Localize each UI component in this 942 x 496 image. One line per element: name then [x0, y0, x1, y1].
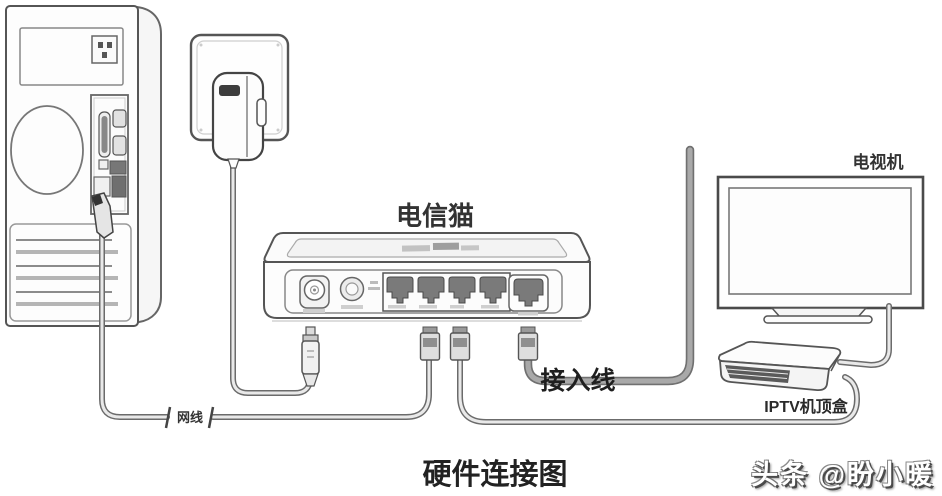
tv-stand	[763, 307, 873, 324]
adapter-side-tab	[256, 98, 267, 127]
lan-port-1	[386, 276, 414, 304]
power-inlet	[91, 35, 118, 64]
modem-lan-ports	[382, 272, 511, 312]
network-cable-label: 网线	[177, 410, 203, 425]
modem-wan-port	[508, 274, 549, 316]
lan-port-2	[417, 276, 445, 304]
modem-power-jack	[299, 275, 330, 313]
modem-12v-marking	[368, 281, 380, 290]
tv-cable	[837, 303, 892, 368]
lan-port-3	[448, 276, 476, 304]
cord-strain-relief	[227, 158, 240, 169]
computer-tower	[5, 5, 162, 327]
audio-block	[109, 160, 127, 175]
modem-reset-button	[339, 276, 365, 309]
stb-vent-grille	[725, 365, 790, 383]
rj45-plug-pc-side	[91, 192, 114, 239]
port-block	[111, 175, 127, 198]
psu-area	[19, 27, 124, 86]
set-top-box	[717, 340, 842, 392]
tv-label: 电视机	[853, 152, 904, 172]
tv	[716, 175, 925, 310]
diagram-title: 硬件连接图	[422, 458, 567, 491]
modem	[263, 232, 591, 322]
rj45-plug-lan-pc	[419, 326, 441, 361]
lan-port-4	[479, 276, 507, 304]
modem-top-marking	[401, 242, 480, 252]
vga-port	[112, 135, 127, 156]
modem-label: 电信猫	[396, 201, 474, 231]
power-adapter	[211, 71, 267, 169]
network-cable-stb	[457, 355, 860, 425]
stb-top-face	[717, 340, 842, 370]
tv-screen	[728, 187, 912, 295]
rj45-plug-wan	[517, 326, 539, 361]
network-cable-pc	[99, 233, 432, 429]
parallel-port-slot	[101, 116, 108, 153]
watermark: 头条 @盼小暖	[751, 460, 934, 490]
case-fan	[10, 105, 84, 195]
rj45-plug-lan-stb	[449, 326, 471, 361]
serial-port	[112, 109, 127, 128]
cable-break-tick	[164, 406, 172, 429]
dc-power-plug	[301, 326, 320, 387]
access-line-label: 接入线	[540, 366, 615, 395]
access-line-cable	[523, 145, 695, 386]
usb-port	[98, 159, 109, 170]
tower-side-panel	[136, 5, 162, 323]
cable-break-tick	[207, 406, 215, 429]
stb-label: IPTV机顶盒	[764, 397, 849, 416]
adapter-label-slot	[219, 85, 240, 96]
